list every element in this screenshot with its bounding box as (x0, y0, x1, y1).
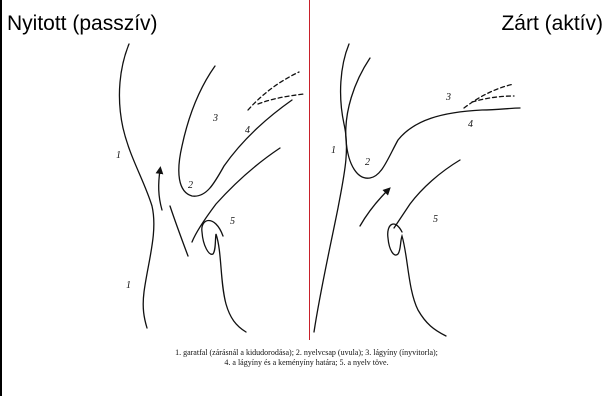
left-tongue-root (202, 221, 246, 333)
right-panel-drawing (314, 44, 520, 336)
right-label-3: 3 (445, 92, 451, 103)
right-soft-palate-outline (346, 58, 520, 178)
right-tongue-upper (394, 160, 460, 228)
left-label-5: 5 (230, 216, 235, 227)
right-airflow-arrow (360, 190, 388, 226)
right-label-4: 4 (468, 119, 473, 130)
left-airway-line (170, 206, 188, 256)
left-airflow-arrow (159, 170, 162, 210)
left-palate-boundary-dashed-1 (248, 72, 299, 110)
right-label-1: 1 (331, 145, 336, 156)
caption-line-2: 4. a lágyíny és a keményíny határa; 5. a… (2, 358, 609, 368)
right-number-labels: 1 2 3 4 5 (331, 92, 473, 225)
left-label-1-upper: 1 (116, 150, 121, 161)
right-label-2: 2 (365, 157, 370, 168)
right-pharyngeal-wall (314, 44, 349, 332)
left-label-3: 3 (212, 113, 218, 124)
right-label-5: 5 (433, 214, 438, 225)
right-tongue-root (388, 224, 446, 336)
left-label-1-lower: 1 (126, 280, 131, 291)
left-panel-drawing (119, 44, 304, 332)
figure-caption: 1. garatfal (zárásnál a kidudorodása); 2… (2, 348, 609, 368)
left-label-2: 2 (188, 180, 193, 191)
left-label-4: 4 (245, 125, 250, 136)
left-pharyngeal-wall (119, 44, 153, 328)
left-palate-boundary-dashed-2 (258, 94, 304, 104)
left-tongue-upper (192, 148, 280, 242)
anatomy-drawings: 1 1 2 3 4 5 1 2 3 4 5 (2, 0, 609, 345)
caption-line-1: 1. garatfal (zárásnál a kidudorodása); 2… (2, 348, 609, 358)
